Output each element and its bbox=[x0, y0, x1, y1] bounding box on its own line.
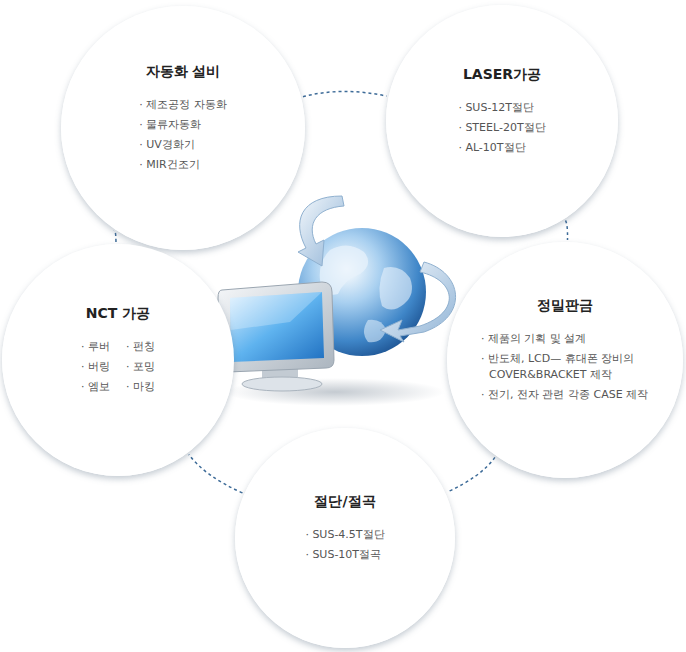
list-item: · SUS-10T절곡 bbox=[305, 545, 381, 565]
dashed-connector bbox=[303, 91, 387, 96]
list-item: · MIR건조기 bbox=[139, 155, 199, 175]
list-item: · 제조공정 자동화 bbox=[139, 95, 227, 115]
item-list: · 제조공정 자동화· 물류자동화· UV경화기· MIR건조기 bbox=[139, 95, 227, 175]
item-list: · 제품의 기획 및 설계 · 반도체, LCD— 휴대폰 장비의 COVER&B… bbox=[481, 329, 649, 405]
illustration bbox=[218, 196, 456, 406]
list-item: · 마킹 bbox=[126, 377, 155, 397]
circle-heading: 절단/절곡 bbox=[314, 493, 375, 511]
list-item: · 제품의 기획 및 설계 bbox=[481, 331, 586, 347]
dashed-connector bbox=[114, 231, 116, 242]
circle-heading: 정밀판금 bbox=[537, 297, 593, 315]
list-item: · UV경화기 bbox=[139, 135, 195, 155]
circle-content: LASER가공 · SUS-12T절단· STEEL-20T절단· AL-10T절… bbox=[458, 66, 545, 176]
list-item: · 버링 bbox=[81, 357, 110, 377]
circle-heading: 자동화 설비 bbox=[146, 63, 221, 81]
dashed-connector bbox=[565, 220, 567, 240]
item-list: · SUS-4.5T절단· SUS-10T절곡 bbox=[305, 525, 384, 565]
list-item: · 물류자동화 bbox=[139, 115, 201, 135]
service-circle: 자동화 설비 · 제조공정 자동화· 물류자동화· UV경화기· MIR건조기 bbox=[61, 6, 305, 250]
circle-heading: LASER가공 bbox=[463, 66, 541, 84]
list-item: · 반도체, LCD— 휴대폰 장비의 COVER&BRACKET 제작 bbox=[481, 351, 649, 383]
list-item: · 펀칭 bbox=[126, 337, 155, 357]
circle-content: 정밀판금 · 제품의 기획 및 설계 · 반도체, LCD— 휴대폰 장비의 COV… bbox=[481, 297, 649, 423]
service-circle: LASER가공 · SUS-12T절단· STEEL-20T절단· AL-10T절… bbox=[386, 5, 618, 237]
list-item: · 전기, 전자 관련 각종 CASE 제작 bbox=[481, 387, 648, 403]
item-list: · SUS-12T절단· STEEL-20T절단· AL-10T절단 bbox=[458, 98, 545, 158]
service-circle: 절단/절곡 · SUS-4.5T절단· SUS-10T절곡 bbox=[235, 428, 455, 648]
service-circle: NCT 가공 · 루버 · 펀칭 · 버링 · 포밍 · 엠보 · 마킹 bbox=[2, 244, 234, 476]
circle-content: 절단/절곡 · SUS-4.5T절단· SUS-10T절곡 bbox=[305, 493, 384, 583]
list-item: · STEEL-20T절단 bbox=[458, 118, 545, 138]
list-item: · 엠보 bbox=[81, 377, 110, 397]
list-item: · 포밍 bbox=[126, 357, 155, 377]
circle-content: NCT 가공 · 루버 · 펀칭 · 버링 · 포밍 · 엠보 · 마킹 bbox=[81, 305, 155, 415]
list-item: · AL-10T절단 bbox=[458, 138, 525, 158]
service-circle: 정밀판금 · 제품의 기획 및 설계 · 반도체, LCD— 휴대폰 장비의 COV… bbox=[447, 242, 683, 478]
circle-heading: NCT 가공 bbox=[86, 305, 150, 323]
list-item: · 루버 bbox=[81, 337, 110, 357]
item-list: · 루버 · 펀칭 · 버링 · 포밍 · 엠보 · 마킹 bbox=[81, 337, 155, 397]
dashed-connector bbox=[189, 454, 243, 492]
dashed-connector bbox=[447, 457, 495, 492]
list-item: · SUS-12T절단 bbox=[458, 98, 534, 118]
list-item: · SUS-4.5T절단 bbox=[305, 525, 384, 545]
circle-content: 자동화 설비 · 제조공정 자동화· 물류자동화· UV경화기· MIR건조기 bbox=[139, 63, 227, 193]
